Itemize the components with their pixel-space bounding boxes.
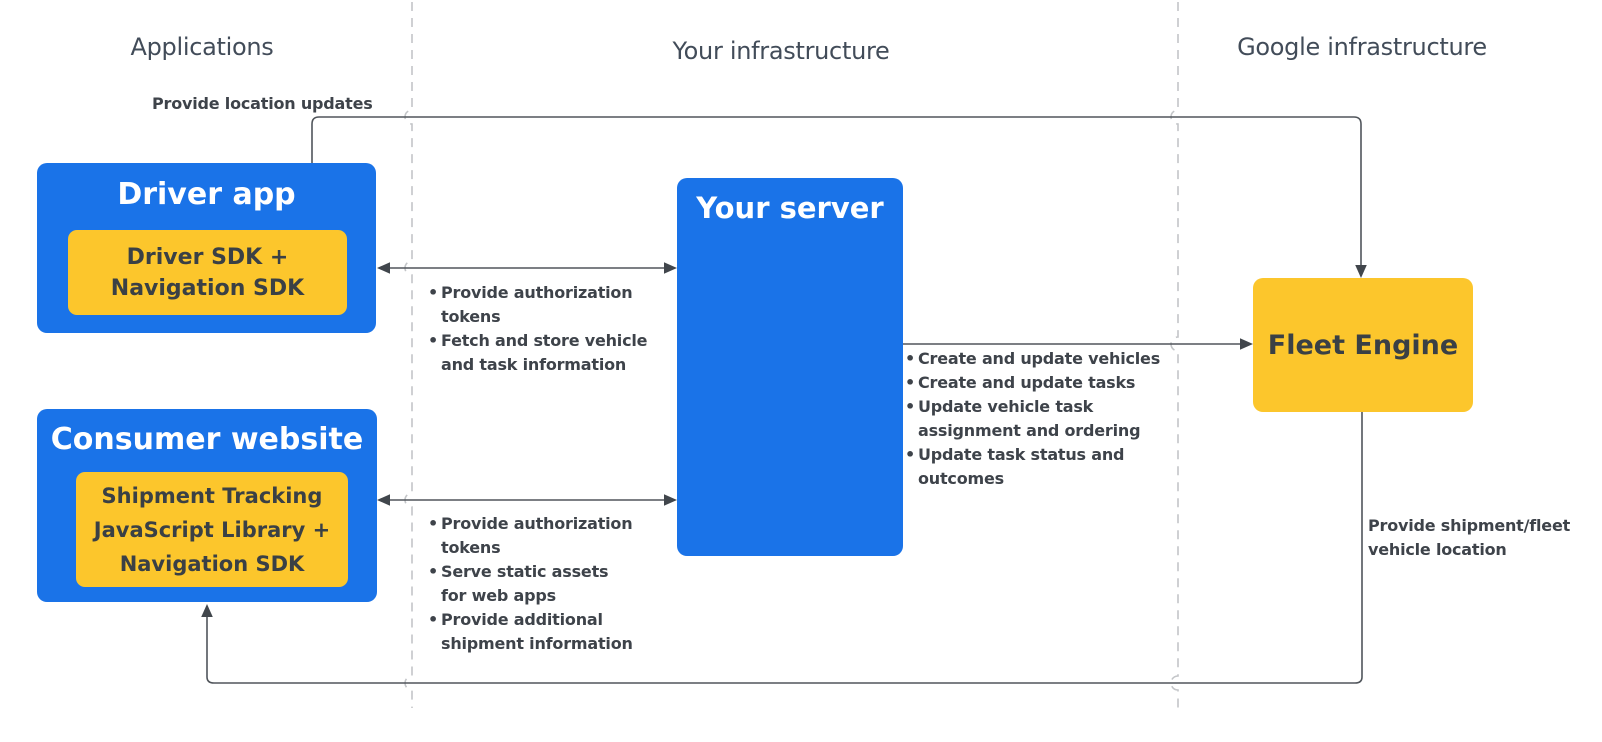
node-title: Driver app (117, 177, 296, 212)
list-server-fleet-actions: Create and update vehicles Create and up… (905, 347, 1185, 491)
arrowhead-down-icon (1355, 265, 1367, 278)
list-item: Fetch and store vehicle and task informa… (428, 329, 688, 377)
arrowhead-left-icon (377, 494, 390, 506)
list-item: Update task status and outcomes (905, 443, 1185, 491)
edge-driver-to-fleet (311, 116, 1367, 278)
column-header-applications: Applications (130, 33, 274, 61)
arrowhead-right-icon (664, 494, 677, 506)
arrowhead-left-icon (377, 262, 390, 274)
arrowhead-right-icon (1240, 338, 1253, 350)
edge-driver-and-server (377, 262, 677, 274)
column-header-your-infrastructure: Your infrastructure (672, 37, 890, 65)
list-item: Update vehicle task assignment and order… (905, 395, 1185, 443)
node-title: Your server (696, 191, 884, 225)
edge-consumer-and-server (377, 494, 677, 506)
node-title: Consumer website (50, 422, 364, 457)
list-consumer-server-actions: Provide authorization tokens Serve stati… (428, 512, 688, 656)
node-fleet-engine: Fleet Engine (1253, 278, 1473, 412)
component-shipment-tracking-library: Shipment Tracking JavaScript Library + N… (76, 472, 348, 587)
list-driver-server-actions: Provide authorization tokens Fetch and s… (428, 281, 688, 377)
edge-server-to-fleet (903, 338, 1253, 350)
arrowhead-right-icon (664, 262, 677, 274)
label-provide-shipment-fleet-vehicle-location: Provide shipment/fleet vehicle location (1368, 516, 1571, 559)
list-item: Provide authorization tokens (428, 512, 688, 560)
component-driver-sdk: Driver SDK + Navigation SDK (68, 230, 347, 315)
node-your-server: Your server (677, 178, 903, 556)
list-item: Serve static assets for web apps (428, 560, 688, 608)
edge-fleet-to-consumer (201, 412, 1363, 684)
list-item: Create and update vehicles (905, 347, 1185, 371)
column-divider-left (404, 2, 413, 708)
list-item: Create and update tasks (905, 371, 1185, 395)
label-provide-location-updates: Provide location updates (152, 94, 373, 113)
column-header-google-infrastructure: Google infrastructure (1237, 33, 1487, 61)
list-item: Provide authorization tokens (428, 281, 688, 329)
arrowhead-up-icon (201, 604, 213, 617)
list-item: Provide additional shipment information (428, 608, 688, 656)
